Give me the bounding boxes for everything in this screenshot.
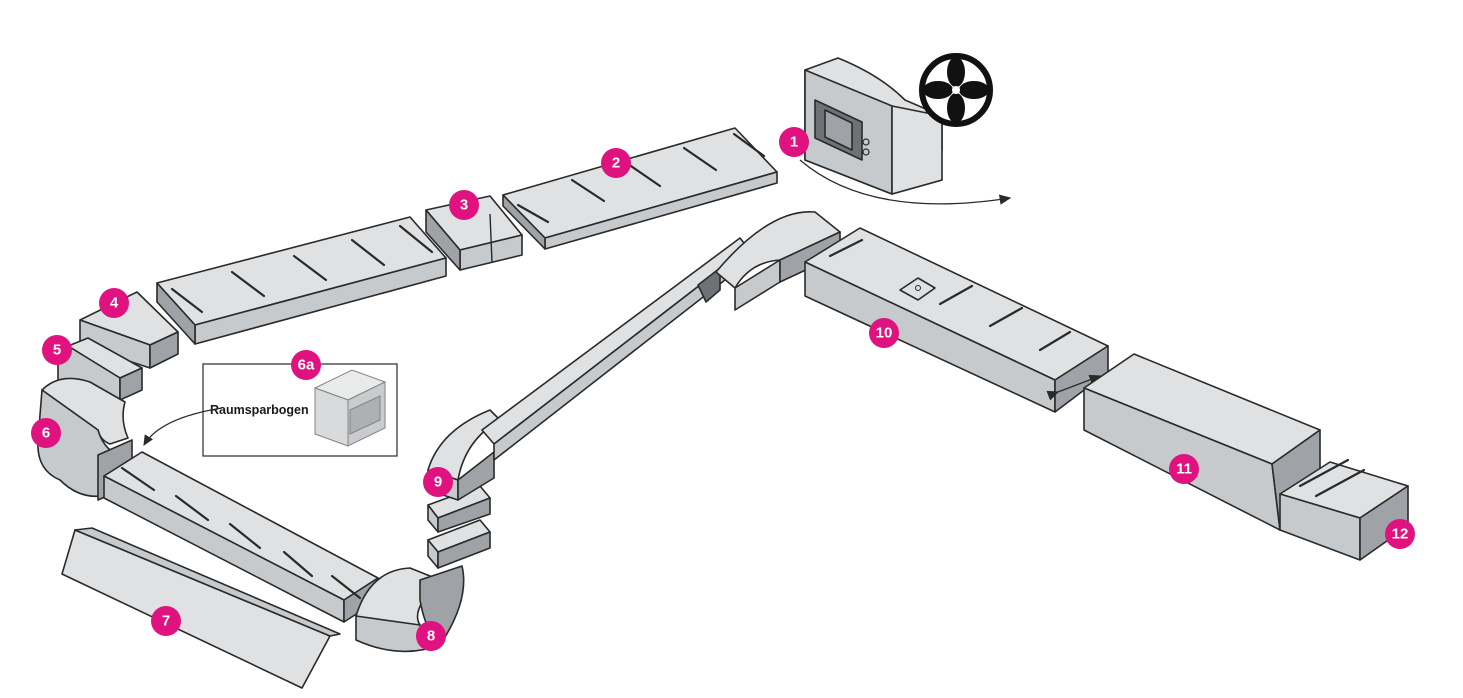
duct-section-2 [502,127,778,250]
duct-section-bottom-left [103,451,379,623]
duct-section-12 [1279,458,1409,561]
svg-text:10: 10 [876,325,893,342]
svg-text:4: 4 [110,295,119,312]
marker-7: 7 [151,606,181,636]
raumsparbogen-label: Raumsparbogen [210,403,309,417]
marker-8: 8 [416,621,446,651]
connector-stack [427,485,491,569]
marker-6a: 6a [291,350,321,380]
svg-text:9: 9 [434,474,442,491]
gap-arrow [1046,374,1102,401]
marker-12: 12 [1385,519,1415,549]
svg-text:11: 11 [1176,461,1192,478]
connector-5 [57,337,143,401]
bend-top [715,211,841,311]
callout-arrow [143,407,223,447]
svg-text:8: 8 [427,628,435,645]
marker-2: 2 [601,148,631,178]
wall-outlet-box [804,57,943,195]
svg-text:2: 2 [612,155,620,172]
marker-4: 4 [99,288,129,318]
svg-text:12: 12 [1392,526,1409,543]
svg-text:1: 1 [790,134,798,151]
svg-text:6a: 6a [298,357,315,374]
marker-9: 9 [423,467,453,497]
marker-11: 11 [1169,454,1199,484]
inset-6a: Raumsparbogen [143,363,398,457]
svg-text:3: 3 [460,197,468,214]
marker-10: 10 [869,318,899,348]
panel-7 [61,527,341,689]
duct-section-top-left [156,216,447,345]
duct-section-10 [804,227,1109,413]
arrow-icon [799,159,1012,205]
marker-6: 6 [31,418,61,448]
svg-text:7: 7 [162,613,170,630]
svg-text:6: 6 [42,425,50,442]
space-saving-bend-thumbnail [313,369,387,447]
fan-icon [919,53,993,127]
diagonal-duct [481,237,749,461]
marker-5: 5 [42,335,72,365]
svg-text:5: 5 [53,342,61,359]
marker-3: 3 [449,190,479,220]
marker-1: 1 [779,127,809,157]
